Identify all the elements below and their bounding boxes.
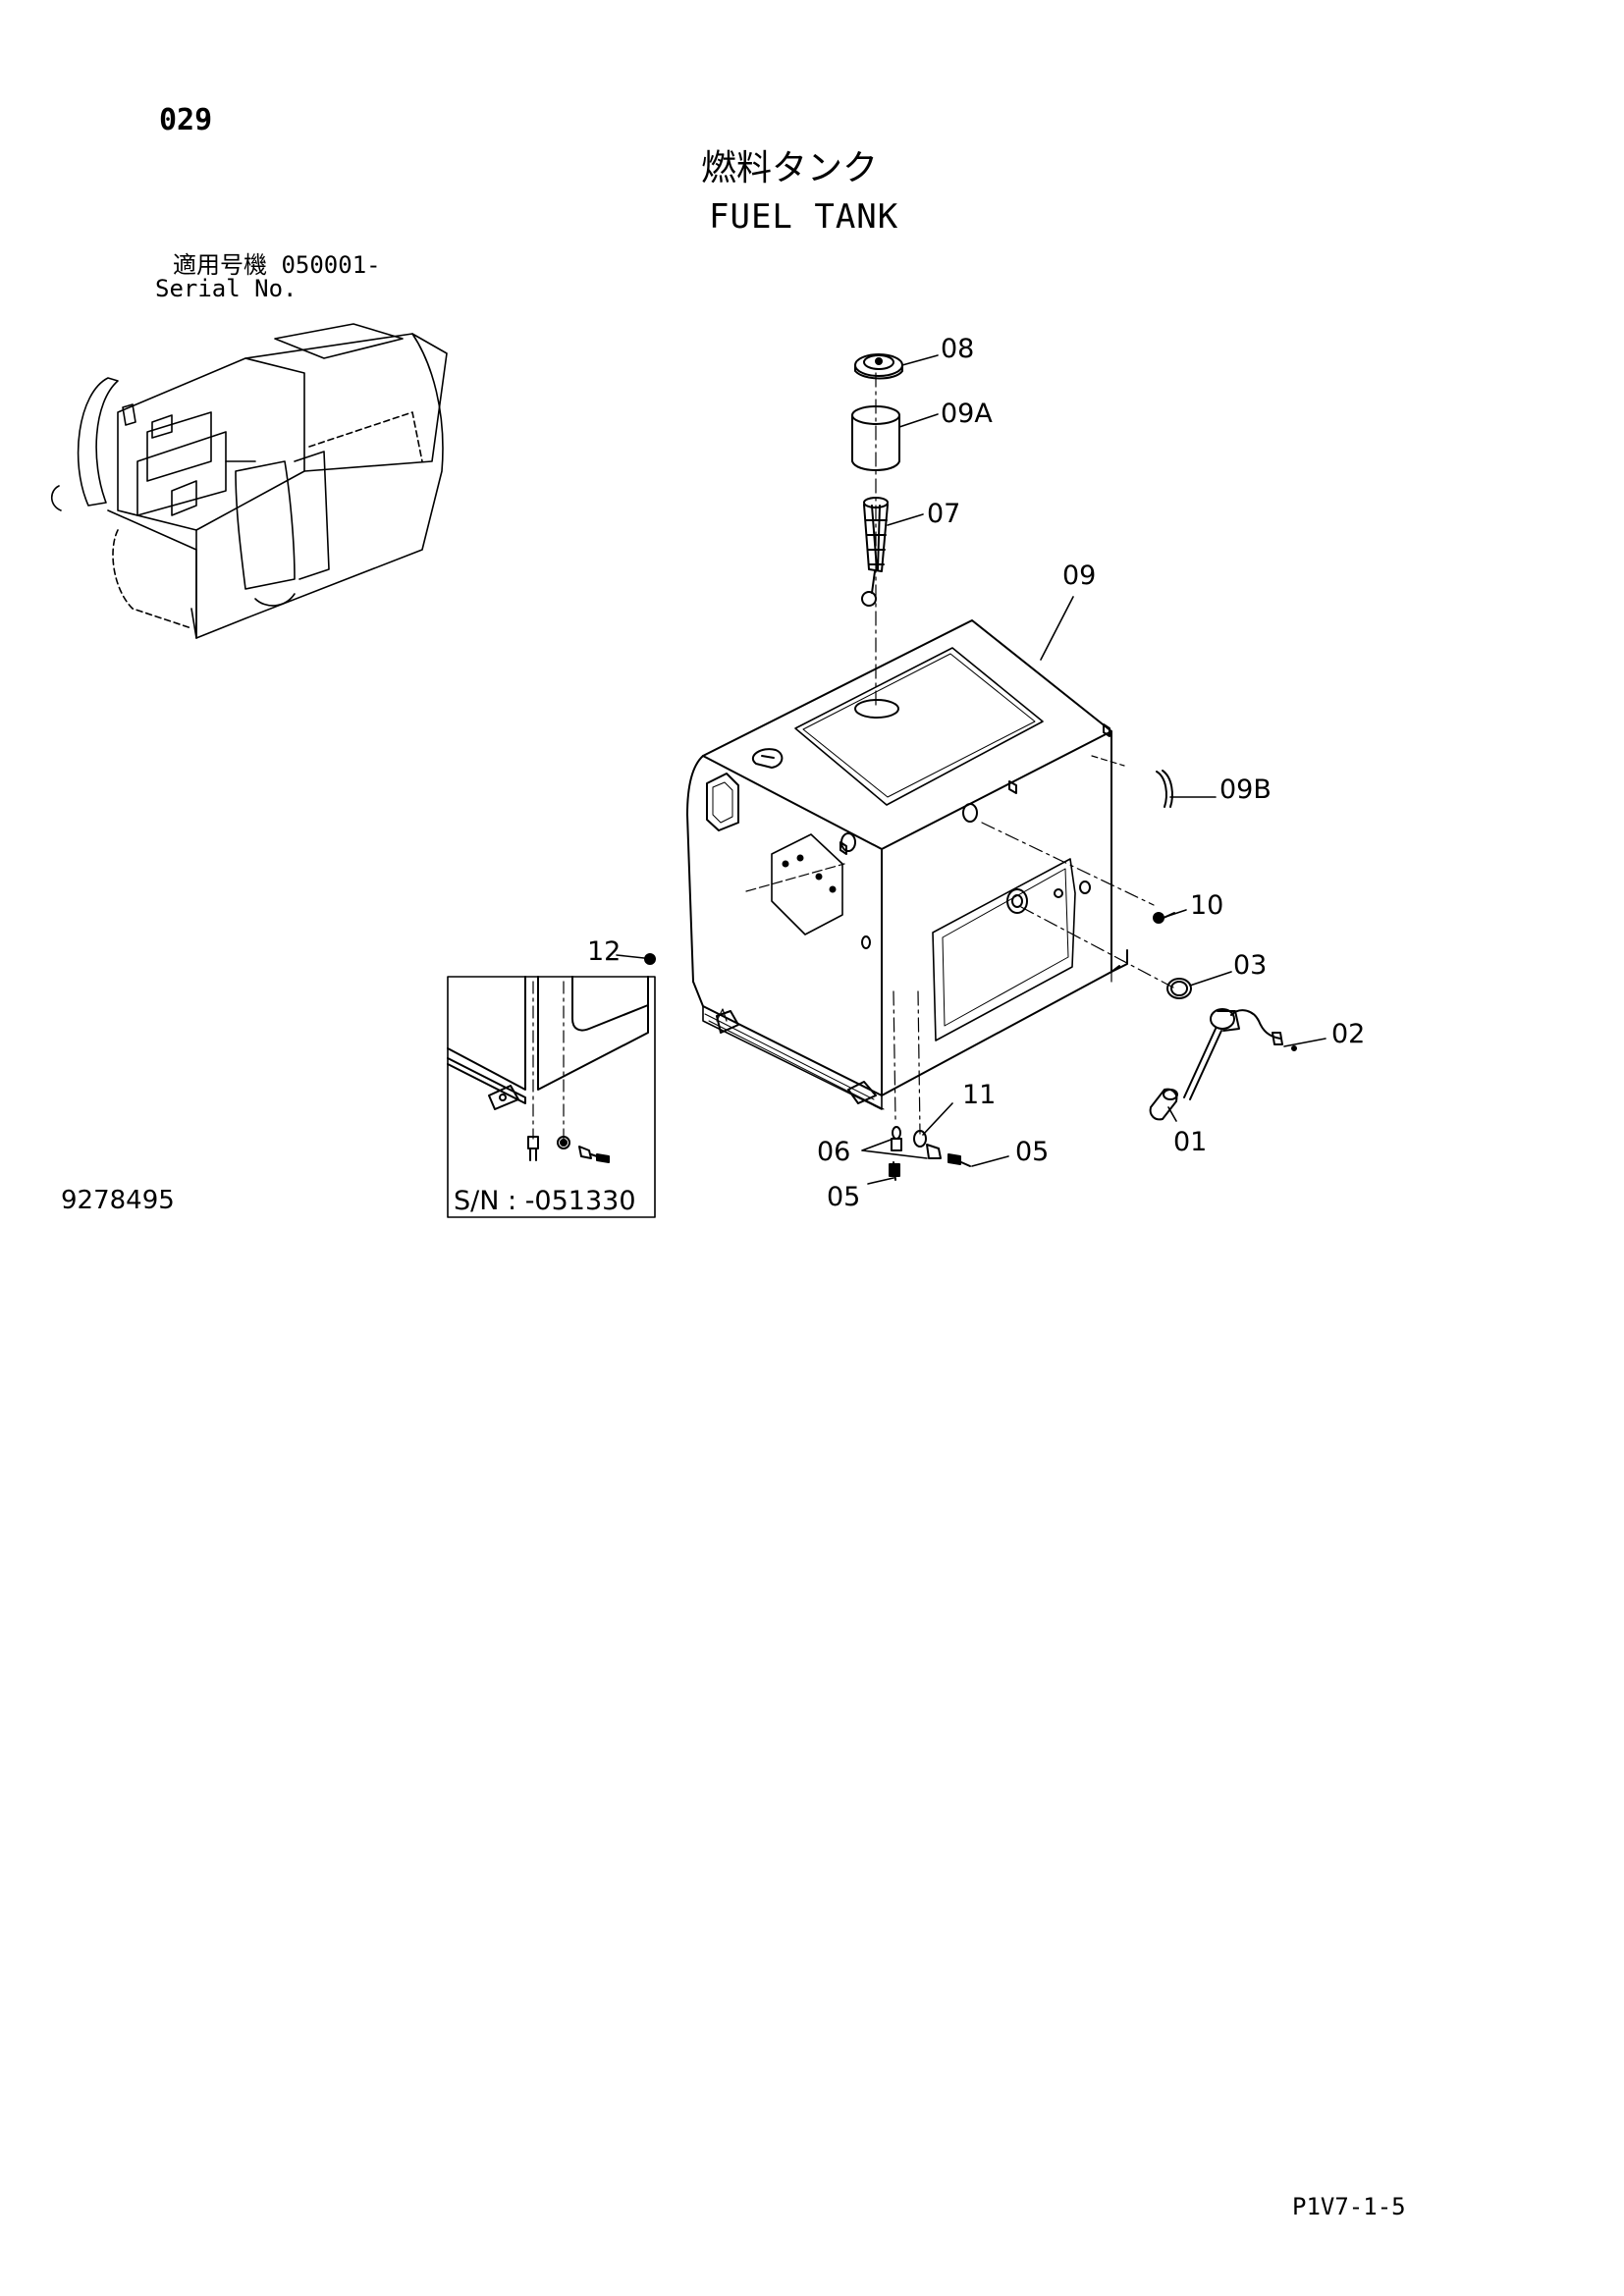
page-code: P1V7-1-5 <box>1292 2193 1406 2220</box>
serial-number-label: Serial No. <box>155 275 298 302</box>
part-07-strainer <box>861 497 889 607</box>
part-label-11: 11 <box>962 1080 997 1110</box>
part-label-09A: 09A <box>941 399 993 429</box>
part-label-03: 03 <box>1233 950 1268 981</box>
serial-applicability-label: 適用号機 050001- <box>173 251 381 279</box>
part-label-12: 12 <box>587 936 622 967</box>
part-12-bolt <box>644 953 656 965</box>
part-label-02: 02 <box>1331 1019 1366 1049</box>
part-label-09B: 09B <box>1219 774 1272 805</box>
part-label-10: 10 <box>1190 890 1224 921</box>
label-leader-lines <box>616 354 1326 1185</box>
title-japanese: 燃料タンク <box>701 148 879 188</box>
part-label-05-right: 05 <box>1015 1137 1050 1167</box>
part-03-o-ring <box>1166 978 1192 999</box>
part-09B-breather <box>1156 770 1173 808</box>
page-number: 029 <box>159 103 213 137</box>
hardware-bolts-washers <box>889 1126 971 1181</box>
inset-earlier-serial-detail <box>447 976 656 1218</box>
part-08-filler-cap <box>854 353 903 380</box>
part-label-06: 06 <box>817 1137 851 1167</box>
part-02-fuel-sensor <box>1183 1008 1297 1100</box>
part-09-fuel-tank <box>686 619 1174 1135</box>
part-01-float <box>1149 1088 1178 1121</box>
part-label-01: 01 <box>1173 1127 1208 1157</box>
part-label-08: 08 <box>941 334 975 364</box>
part-label-09: 09 <box>1062 561 1097 591</box>
inset-serial-note: S/N : -051330 <box>454 1186 636 1216</box>
drawing-number: 9278495 <box>61 1186 175 1215</box>
title-english: FUEL TANK <box>709 197 899 237</box>
machine-overview-thumbnail <box>50 323 448 639</box>
part-label-07: 07 <box>927 499 961 529</box>
part-label-05-bottom: 05 <box>827 1182 861 1212</box>
